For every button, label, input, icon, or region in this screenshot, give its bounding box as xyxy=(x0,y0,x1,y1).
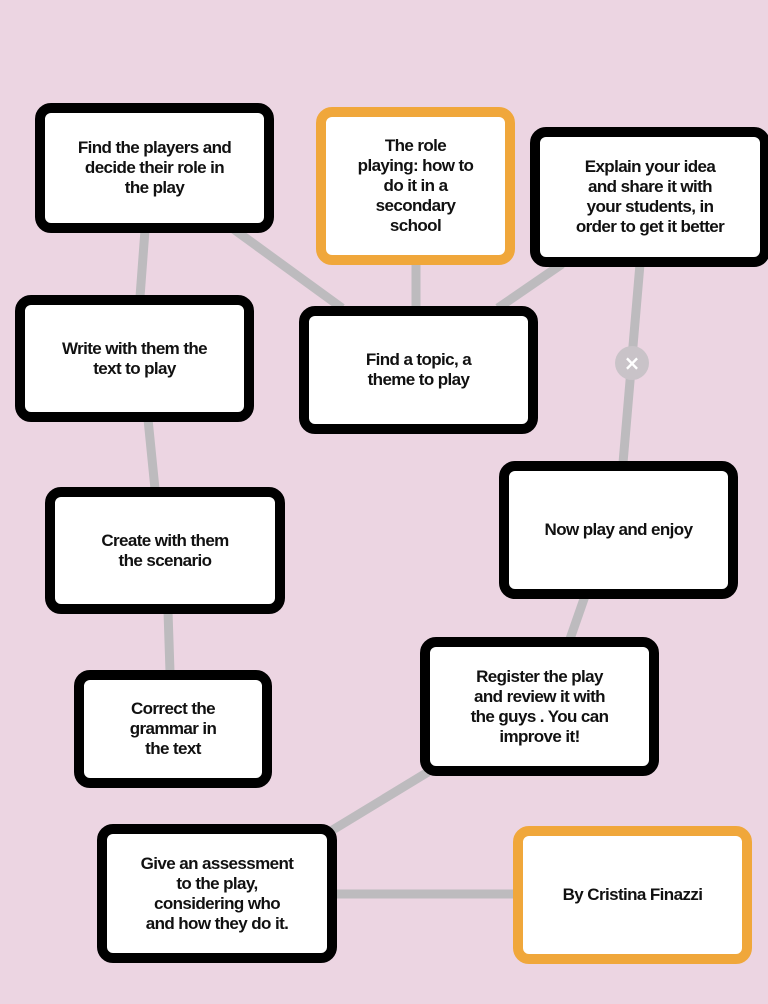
node-author[interactable]: By Cristina Finazzi xyxy=(513,826,752,964)
link-players-write xyxy=(135,229,150,298)
node-explain-idea[interactable]: Explain your idea and share it with your… xyxy=(530,127,768,267)
node-register-play[interactable]: Register the play and review it with the… xyxy=(420,637,659,776)
node-label: Explain your idea and share it with your… xyxy=(575,157,725,236)
node-create-scenario[interactable]: Create with them the scenario xyxy=(45,487,285,614)
close-icon: × xyxy=(623,351,641,375)
link-players-topic xyxy=(229,224,345,312)
link-explain-topic xyxy=(495,260,565,312)
link-play-register xyxy=(565,594,590,641)
node-label: Find a topic, a theme to play xyxy=(365,350,472,389)
node-label: Register the play and review it with the… xyxy=(470,666,609,746)
link-scenario-grammar xyxy=(163,610,175,673)
link-register-assessment xyxy=(323,768,431,838)
node-find-topic[interactable]: Find a topic, a theme to play xyxy=(299,306,538,434)
node-label: Create with them the scenario xyxy=(101,530,229,570)
node-label: Find the players and decide their role i… xyxy=(77,138,232,197)
node-play-enjoy[interactable]: Now play and enjoy xyxy=(499,461,738,599)
node-label: Now play and enjoy xyxy=(544,520,694,539)
node-label: By Cristina Finazzi xyxy=(562,885,703,904)
delete-link-button[interactable]: × xyxy=(615,346,649,380)
link-write-scenario xyxy=(143,418,160,490)
node-label: The role playing: how to do it in a seco… xyxy=(357,136,474,235)
node-write-text[interactable]: Write with them the text to play xyxy=(15,295,254,422)
node-correct-grammar[interactable]: Correct the grammar in the text xyxy=(74,670,272,788)
node-label: Give an assessment to the play, consider… xyxy=(140,853,294,933)
node-label: Write with them the text to play xyxy=(61,338,208,378)
node-assessment[interactable]: Give an assessment to the play, consider… xyxy=(97,824,337,963)
node-find-players[interactable]: Find the players and decide their role i… xyxy=(35,103,274,233)
node-label: Correct the grammar in the text xyxy=(129,699,217,758)
node-central-topic[interactable]: The role playing: how to do it in a seco… xyxy=(316,107,515,265)
